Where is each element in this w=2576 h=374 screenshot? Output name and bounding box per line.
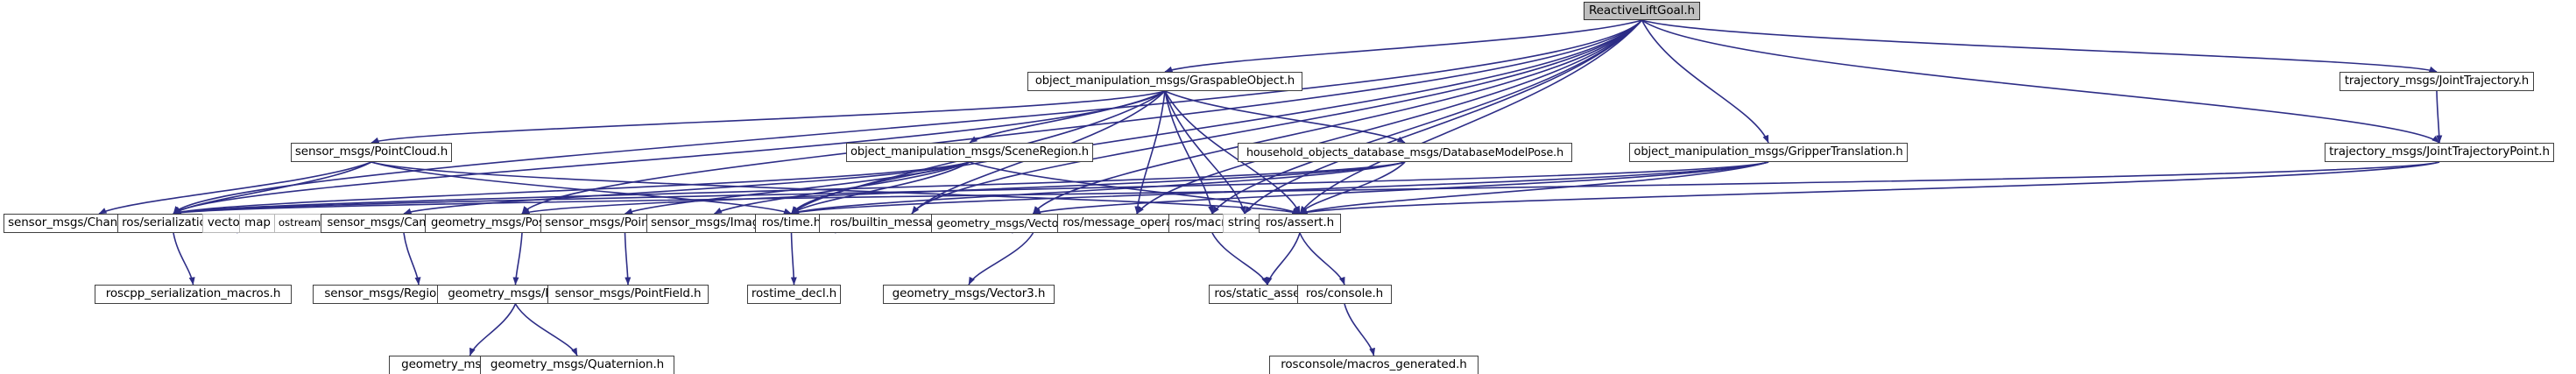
- graph-node-label: trajectory_msgs/JointTrajectoryPoint.h: [2329, 145, 2550, 159]
- graph-node-sceneregion[interactable]: object_manipulation_msgs/SceneRegion.h: [846, 143, 1093, 162]
- graph-node-roscppserialmacros[interactable]: roscpp_serialization_macros.h: [95, 285, 292, 304]
- graph-edge-serialization-to-roscppserialmacros: [173, 232, 195, 286]
- graph-node-label: object_manipulation_msgs/GraspableObject…: [1034, 74, 1295, 88]
- graph-node-jointtraj[interactable]: trajectory_msgs/JointTrajectory.h: [2340, 72, 2534, 91]
- graph-edge-root-to-assert: [1299, 19, 1643, 215]
- graph-edge-sceneregion-to-camerainfo: [403, 161, 970, 215]
- graph-edge-graspable-to-sceneregion: [969, 90, 1166, 144]
- graph-edge-root-to-string: [1244, 19, 1643, 215]
- graph-node-root[interactable]: ReactiveLiftGoal.h: [1584, 2, 1700, 20]
- graph-edge-sceneregion-to-image: [714, 161, 970, 215]
- graph-edge-assert-to-staticassert: [1266, 232, 1301, 286]
- graph-edge-assert-to-console: [1299, 232, 1345, 286]
- graph-node-label: sensor_msgs/PointField.h: [554, 286, 702, 301]
- graph-edge-grippertrans-to-assert: [1299, 161, 1769, 215]
- graph-node-label: ros/time.h: [761, 215, 822, 230]
- graph-edge-pointcloud-to-assert: [371, 161, 1301, 215]
- graph-node-label: object_manipulation_msgs/SceneRegion.h: [850, 145, 1090, 159]
- graph-node-vector3[interactable]: geometry_msgs/Vector3.h: [883, 285, 1055, 304]
- graph-node-jointtrajpoint[interactable]: trajectory_msgs/JointTrajectoryPoint.h: [2325, 143, 2554, 162]
- graph-node-label: rosconsole/macros_generated.h: [1281, 357, 1467, 372]
- graph-edge-graspable-to-dbmodelpose: [1164, 90, 1406, 144]
- graph-edge-pose-to-quaternion: [514, 303, 578, 356]
- graph-edge-dbmodelpose-to-assert: [1299, 161, 1406, 215]
- graph-node-time[interactable]: ros/time.h: [755, 214, 828, 233]
- graph-edge-time-to-rostimedecl: [790, 232, 797, 286]
- graph-node-label: ostream: [278, 216, 321, 229]
- graph-node-pointfield[interactable]: sensor_msgs/PointField.h: [547, 285, 709, 304]
- graph-edge-macros-to-staticassert: [1211, 232, 1268, 286]
- graph-node-label: sensor_msgs/PointCloud.h: [294, 145, 448, 159]
- graph-edge-sceneregion-to-time: [791, 161, 970, 215]
- graph-node-assert[interactable]: ros/assert.h: [1259, 214, 1341, 233]
- graph-edge-graspable-to-messageoperations: [1134, 90, 1166, 215]
- graph-edge-root-to-time: [790, 19, 1643, 215]
- graph-edge-console-to-macrosgenerated: [1344, 303, 1376, 356]
- graph-edge-dbmodelpose-to-time: [791, 161, 1406, 215]
- graph-node-label: ros/console.h: [1305, 286, 1384, 301]
- graph-edge-grippertrans-to-vector3stamped: [1033, 161, 1769, 215]
- graph-edge-pointcloud2-to-pointfield: [624, 232, 632, 286]
- graph-node-label: geometry_msgs/Vector3.h: [892, 286, 1046, 301]
- graph-node-label: map: [244, 215, 271, 230]
- graph-edge-dbmodelpose-to-posestamped: [521, 161, 1406, 215]
- graph-node-pointcloud[interactable]: sensor_msgs/PointCloud.h: [291, 143, 452, 162]
- graph-node-quaternion[interactable]: geometry_msgs/Quaternion.h: [480, 356, 674, 374]
- graph-node-graspable[interactable]: object_manipulation_msgs/GraspableObject…: [1027, 72, 1302, 91]
- graph-edge-dbmodelpose-to-serialization: [173, 161, 1406, 215]
- graph-edge-pointcloud-to-time: [371, 161, 792, 215]
- graph-edge-root-to-graspable: [1164, 19, 1642, 73]
- graph-node-label: ros/assert.h: [1265, 215, 1335, 230]
- graph-edge-root-to-macros: [1211, 19, 1643, 215]
- graph-edge-root-to-vector3stamped: [1032, 19, 1643, 215]
- graph-edge-root-to-grippertrans: [1641, 19, 1769, 144]
- graph-node-label: string: [1227, 215, 1262, 230]
- graph-node-label: roscpp_serialization_macros.h: [105, 286, 281, 301]
- graph-edge-root-to-messageoperations: [1136, 19, 1643, 215]
- graph-node-label: ReactiveLiftGoal.h: [1589, 3, 1695, 18]
- graph-edge-jointtraj-to-jointtrajpoint: [2436, 90, 2443, 144]
- graph-edge-root-to-jointtraj: [1641, 19, 2438, 73]
- graph-edge-root-to-serialization: [173, 19, 1643, 215]
- graph-node-rostimedecl[interactable]: rostime_decl.h: [747, 285, 841, 304]
- graph-edge-pose-to-point: [469, 303, 517, 356]
- graph-node-label: rostime_decl.h: [751, 286, 837, 301]
- graph-edge-pointcloud-to-serialization: [173, 161, 372, 215]
- graph-edge-root-to-builtintraits: [911, 19, 1643, 215]
- graph-edge-root-to-posestamped: [521, 19, 1643, 215]
- graph-node-label: household_objects_database_msgs/Database…: [1246, 145, 1564, 159]
- graph-node-map[interactable]: map: [239, 214, 276, 233]
- graph-edge-jointtrajpoint-to-assert: [1299, 161, 2440, 215]
- graph-edge-vector3stamped-to-vector3: [968, 232, 1034, 286]
- graph-edge-jointtrajpoint-to-serialization: [173, 161, 2440, 215]
- graph-edge-grippertrans-to-time: [791, 161, 1769, 215]
- graph-edge-sceneregion-to-pointcloud2: [625, 161, 970, 215]
- graph-edge-pointcloud-to-channelfloat32: [98, 161, 372, 215]
- graph-edge-root-to-jointtrajpoint: [1641, 19, 2440, 144]
- graph-edge-sceneregion-to-serialization: [173, 161, 970, 215]
- graph-node-label: geometry_msgs/Quaternion.h: [490, 357, 665, 372]
- graph-node-dbmodelpose[interactable]: household_objects_database_msgs/Database…: [1238, 143, 1572, 162]
- graph-edge-graspable-to-pointcloud: [371, 90, 1166, 144]
- graph-edge-graspable-to-macros: [1164, 90, 1215, 215]
- graph-node-console[interactable]: ros/console.h: [1297, 285, 1392, 304]
- graph-edge-grippertrans-to-serialization: [173, 161, 1769, 215]
- graph-edge-posestamped-to-pose: [512, 232, 523, 286]
- graph-edge-camerainfo-to-regionofinterest: [403, 232, 421, 286]
- graph-node-macrosgenerated[interactable]: rosconsole/macros_generated.h: [1269, 356, 1479, 374]
- graph-edge-graspable-to-string: [1164, 90, 1246, 215]
- graph-node-ostream[interactable]: ostream: [274, 214, 325, 233]
- graph-node-label: object_manipulation_msgs/GripperTranslat…: [1634, 145, 1903, 159]
- graph-node-grippertrans[interactable]: object_manipulation_msgs/GripperTranslat…: [1629, 143, 1908, 162]
- graph-node-label: trajectory_msgs/JointTrajectory.h: [2344, 74, 2530, 88]
- graph-edge-sceneregion-to-assert: [969, 161, 1301, 215]
